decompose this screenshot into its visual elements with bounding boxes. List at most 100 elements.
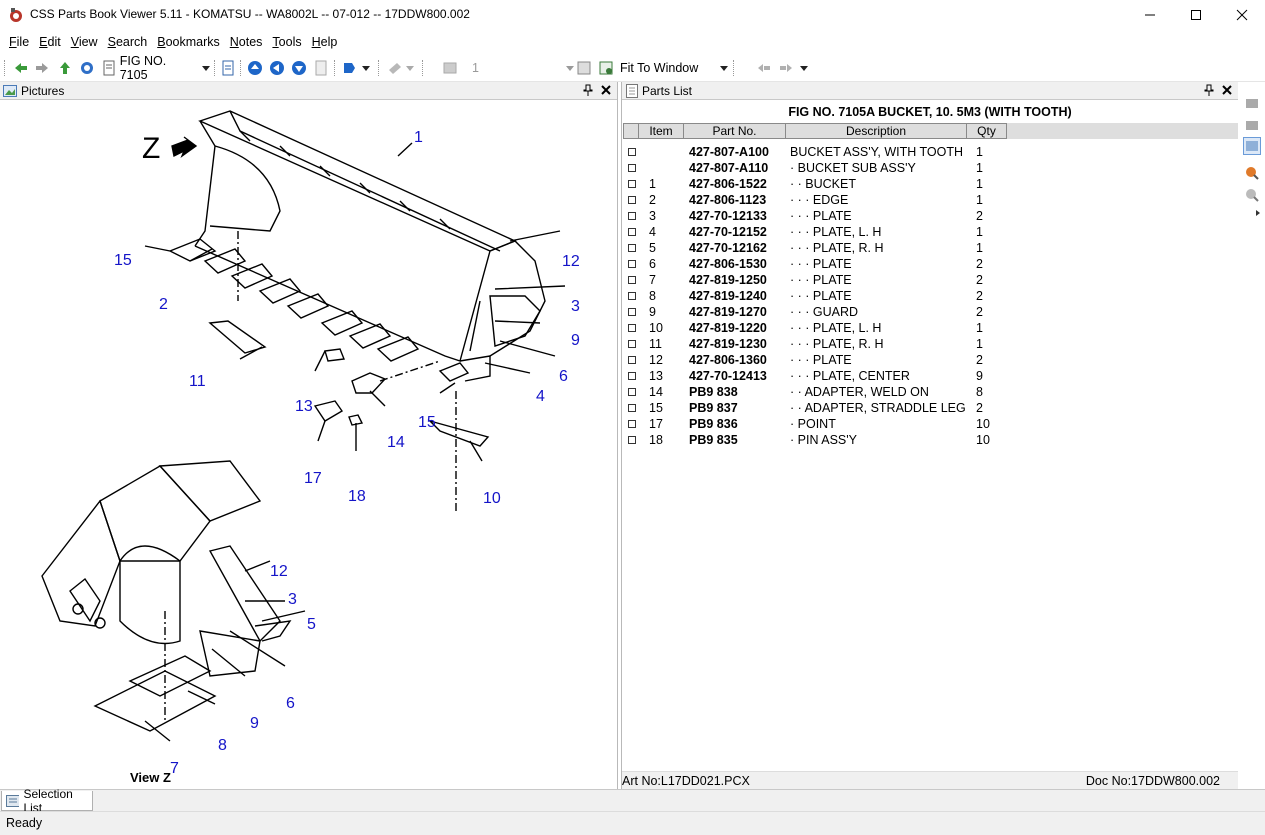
viewz-callout-8[interactable]: 8 (218, 737, 227, 754)
viewz-callout-6[interactable]: 6 (286, 695, 295, 712)
row-checkbox[interactable] (628, 212, 636, 220)
row-checkbox[interactable] (628, 196, 636, 204)
page-jump-button[interactable] (441, 59, 459, 77)
callout-15b[interactable]: 15 (418, 414, 436, 431)
row-checkbox[interactable] (628, 356, 636, 364)
page-number-input[interactable]: 1 (466, 58, 574, 78)
callout-2[interactable]: 2 (159, 296, 168, 313)
toolbar-grip[interactable] (214, 60, 218, 76)
quantity-column-header[interactable]: Qty (967, 123, 1007, 139)
row-part-number[interactable]: 427-819-1250 (689, 273, 767, 287)
home-button[interactable] (78, 59, 96, 77)
maximize-button[interactable] (1173, 0, 1219, 30)
callout-12[interactable]: 12 (562, 253, 580, 270)
description-column-header[interactable]: Description (786, 123, 967, 139)
row-part-number[interactable]: PB9 836 (689, 417, 738, 431)
row-part-number[interactable]: PB9 835 (689, 433, 738, 447)
row-part-number[interactable]: 427-806-1360 (689, 353, 767, 367)
item-column-header[interactable]: Item (639, 123, 684, 139)
menu-file[interactable]: File (6, 35, 32, 49)
menu-bookmarks[interactable]: Bookmarks (154, 35, 223, 49)
checkbox-column-header[interactable] (623, 123, 639, 139)
first-page-button[interactable] (246, 59, 264, 77)
note-button[interactable] (386, 59, 404, 77)
row-checkbox[interactable] (628, 388, 636, 396)
toolbar-grip[interactable] (334, 60, 338, 76)
side-tool-search[interactable] (1243, 164, 1261, 182)
zoom-select[interactable]: Fit To Window (620, 58, 728, 78)
callout-18[interactable]: 18 (348, 488, 366, 505)
callout-6[interactable]: 6 (559, 368, 568, 385)
row-checkbox[interactable] (628, 420, 636, 428)
row-part-number[interactable]: 427-806-1123 (689, 193, 767, 207)
zoom-in-button[interactable] (575, 59, 593, 77)
row-part-number[interactable]: PB9 838 (689, 385, 738, 399)
figure-select[interactable]: FIG NO. 7105 (102, 54, 210, 82)
side-tool-zoom[interactable] (1243, 186, 1261, 204)
part-number-column-header[interactable]: Part No. (684, 123, 786, 139)
row-checkbox[interactable] (628, 324, 636, 332)
toolbar-grip[interactable] (422, 60, 426, 76)
callout-1[interactable]: 1 (414, 129, 423, 146)
close-icon[interactable] (599, 83, 613, 97)
bookmark-button[interactable] (340, 59, 358, 77)
tab-selection-list[interactable]: Selection List (1, 787, 93, 815)
toolbar-grip[interactable] (378, 60, 382, 76)
menu-notes[interactable]: Notes (227, 35, 266, 49)
viewz-callout-5[interactable]: 5 (307, 616, 316, 633)
row-checkbox[interactable] (628, 180, 636, 188)
row-part-number[interactable]: PB9 837 (689, 401, 738, 415)
note-dropdown[interactable] (406, 59, 414, 77)
row-checkbox[interactable] (628, 260, 636, 268)
row-part-number[interactable]: 427-70-12152 (689, 225, 767, 239)
back-button[interactable] (12, 59, 30, 77)
row-part-number[interactable]: 427-806-1530 (689, 257, 767, 271)
side-tool-2[interactable] (1243, 116, 1261, 134)
row-part-number[interactable]: 427-819-1220 (689, 321, 767, 335)
menu-edit[interactable]: Edit (36, 35, 64, 49)
callout-10[interactable]: 10 (483, 490, 501, 507)
viewz-callout-7[interactable]: 7 (170, 760, 179, 777)
viewz-callout-12[interactable]: 12 (270, 563, 288, 580)
menu-view[interactable]: View (68, 35, 101, 49)
callout-15a[interactable]: 15 (114, 252, 132, 269)
parts-drawing[interactable]: 1 2 3 4 6 9 10 11 12 13 14 15 15 17 18 1… (0, 101, 617, 789)
row-checkbox[interactable] (628, 404, 636, 412)
menu-tools[interactable]: Tools (269, 35, 304, 49)
row-part-number[interactable]: 427-70-12162 (689, 241, 767, 255)
toolbar-grip[interactable] (4, 60, 8, 76)
row-checkbox[interactable] (628, 436, 636, 444)
row-part-number[interactable]: 427-819-1230 (689, 337, 767, 351)
close-icon[interactable] (1220, 83, 1234, 97)
row-part-number[interactable]: 427-807-A110 (689, 161, 769, 175)
row-checkbox[interactable] (628, 340, 636, 348)
row-part-number[interactable]: 427-70-12133 (689, 209, 767, 223)
page-setup-button[interactable] (312, 59, 330, 77)
callout-17[interactable]: 17 (304, 470, 322, 487)
toolbar-grip[interactable] (240, 60, 244, 76)
row-checkbox[interactable] (628, 244, 636, 252)
bookmark-dropdown[interactable] (362, 59, 370, 77)
row-checkbox[interactable] (628, 372, 636, 380)
row-part-number[interactable]: 427-70-12413 (689, 369, 767, 383)
row-part-number[interactable]: 427-819-1270 (689, 305, 767, 319)
menu-help[interactable]: Help (309, 35, 341, 49)
print-button[interactable] (219, 59, 237, 77)
callout-14[interactable]: 14 (387, 434, 405, 451)
link-forward-button[interactable] (777, 59, 795, 77)
next-page-button[interactable] (290, 59, 308, 77)
close-window-button[interactable] (1219, 0, 1265, 30)
